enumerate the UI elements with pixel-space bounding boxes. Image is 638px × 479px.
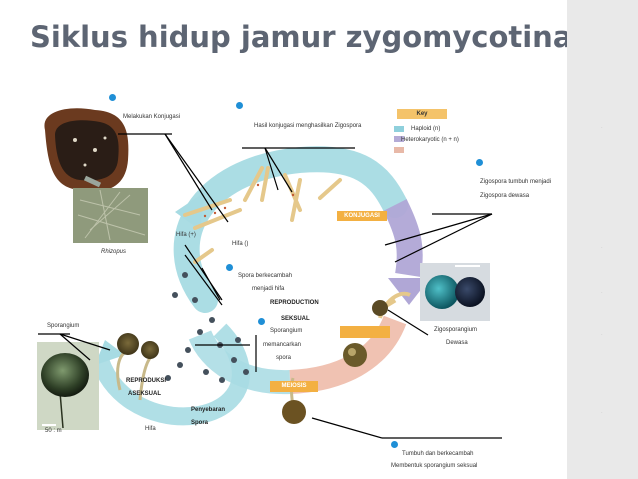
label-zigosporangium-1: Zigosporangium [434, 327, 478, 333]
label-sporangium: Sporangium [47, 323, 80, 329]
cycle-arc-hetero [383, 199, 423, 278]
step-dot [476, 159, 483, 166]
sidebar-dot: · [601, 332, 603, 338]
label-scale: 50 : m [45, 428, 62, 434]
label-tumbuh-1: Tumbuh dan berkecambah [402, 451, 474, 457]
label-tumbuh-2: Membentuk sporangium seksual [391, 463, 478, 469]
label-sporangium-memancar-1: Sporangium [270, 328, 303, 334]
stage-reproduksi-seksual-2: SEKSUAL [281, 316, 310, 322]
step-dot [391, 441, 398, 448]
hyphae [183, 166, 342, 264]
label-zigospora-tumbuh-1: Zigospora tumbuh menjadi [480, 179, 552, 185]
label-spora-berkecambah-2: menjadi hifa [252, 286, 285, 292]
slide-sidebar: · · · · · [567, 0, 638, 479]
bread-to-micrograph-arrow [83, 175, 102, 188]
sporangium-drawing [116, 333, 159, 401]
step-dot [236, 102, 243, 109]
label-hasil-konjugasi: Hasil konjugasi menghasilkan Zigospora [254, 123, 362, 129]
stage-konjugasi: KONJUGASI [337, 211, 387, 221]
key-swatch-haploid [394, 126, 404, 132]
arrow-head-hetero [388, 278, 430, 305]
slide-title: Siklus hidup jamur zygomycotina [30, 20, 573, 54]
label-zigosporangium-2: Dewasa [446, 340, 468, 346]
label-spora-berkecambah-1: Spora berkecambah [238, 273, 293, 279]
label-penyebaran-1: Penyebaran [191, 407, 226, 413]
zygosporangium-drawing [343, 291, 411, 367]
bread-image [44, 108, 129, 192]
key-swatch-heterokaryotic [394, 136, 404, 142]
sidebar-dot: · [601, 245, 603, 251]
key-label-heterokaryotic: Heterokaryotic (n + n) [401, 137, 459, 143]
spores [165, 272, 249, 383]
label-sporangium-memancar-3: spora [276, 355, 292, 361]
step-dot [226, 264, 233, 271]
step-dot [109, 94, 116, 101]
label-hifa-plus: Hifa (+) [176, 232, 196, 238]
label-rhizopus: Rhizopus [101, 249, 127, 255]
stage-reproduksi-aseksual-2: ASEKSUAL [128, 391, 162, 397]
label-hifa-minus: Hifa () [232, 241, 249, 247]
label-konjugasi: Melakukan Konjugasi [123, 114, 181, 120]
label-hifa: Hifa [145, 426, 156, 432]
arrow-head-asexual [95, 340, 125, 365]
stage-reproduksi-aseksual-1: REPRODUKSI [126, 378, 167, 384]
arrow-head-top [175, 192, 205, 230]
step-dot [258, 318, 265, 325]
asexual-arc [91, 323, 250, 426]
key-swatch-diploid [394, 147, 404, 153]
stage-reproduksi-seksual-1: REPRODUCTION [270, 300, 319, 306]
sidebar-dot: · [601, 410, 603, 416]
sidebar-dot: · [601, 125, 603, 131]
sidebar-dot: · [601, 290, 603, 296]
key-label-haploid: Haploid (n) [411, 126, 441, 132]
label-zigospora-tumbuh-2: Zigospora dewasa [480, 193, 530, 199]
life-cycle-diagram [37, 108, 502, 439]
stage-meiosis: MEIOSIS [270, 381, 318, 392]
connector-lines [38, 133, 502, 439]
label-sporangium-memancar-2: memancarkan [263, 342, 302, 348]
germinating-zygospore [282, 377, 306, 424]
rhizopus-micrograph [73, 188, 148, 243]
label-penyebaran-2: Spora [191, 420, 209, 426]
stage-blank-tag [340, 326, 390, 338]
key-title: Key [397, 109, 447, 119]
